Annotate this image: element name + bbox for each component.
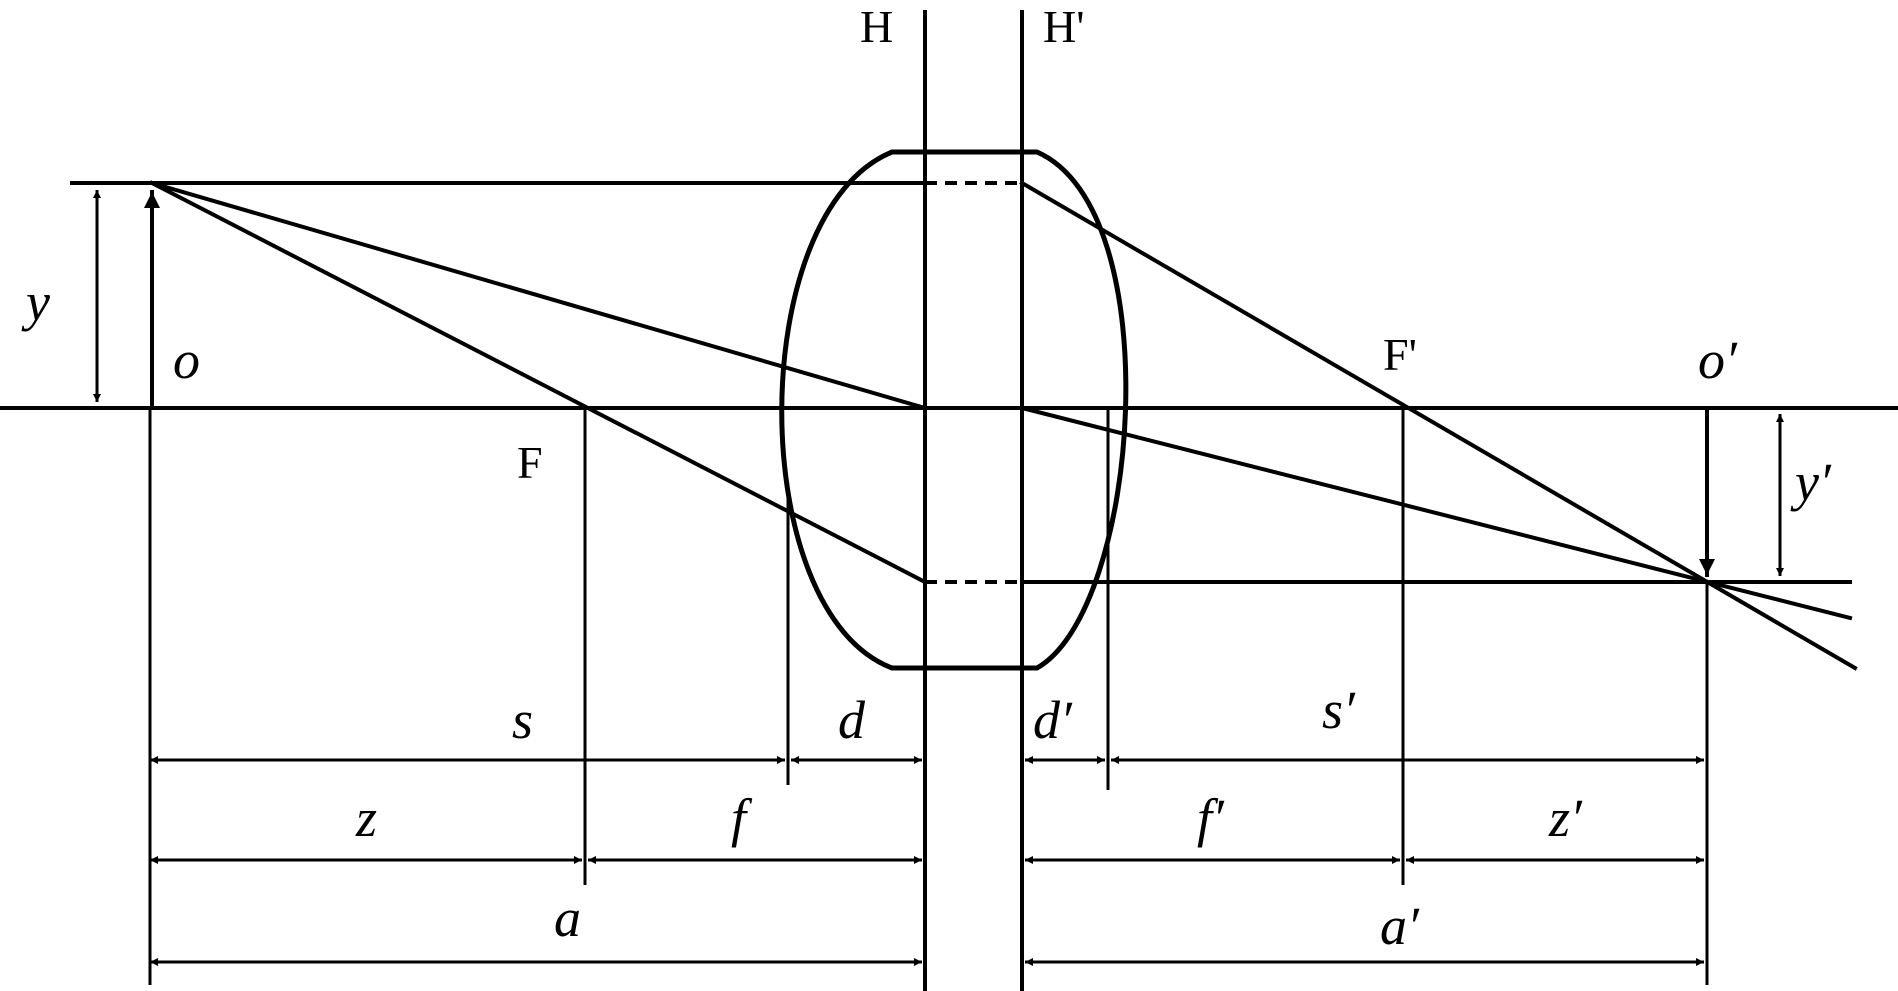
ray-through-front-focus [149,180,928,585]
label-z: z [355,788,377,848]
ray-through-principal-point [149,180,928,411]
label-f-prime: F' [1383,329,1417,380]
label-h: H [860,1,893,52]
label-d-prime: d′ [1033,690,1073,750]
label-a-prime: a′ [1380,896,1420,956]
label-d: d [838,690,866,750]
label-y: y [21,272,50,332]
label-o: o [173,330,200,390]
ray-through-rear-focus [1019,180,1858,671]
label-a: a [554,888,581,948]
ray-from-nodal-point [1019,405,1853,621]
label-s: s [512,690,533,750]
label-y-prime: y′ [1790,452,1832,512]
label-f-italic: f [731,788,753,848]
label-o-prime: o′ [1698,330,1738,390]
lens-outline [779,149,1129,671]
label-h-prime: H' [1043,1,1085,52]
label-z-prime: z′ [1548,788,1583,848]
label-f-prime-italic: f′ [1197,788,1225,848]
label-f: F [517,437,543,488]
label-s-prime: s′ [1322,680,1356,740]
